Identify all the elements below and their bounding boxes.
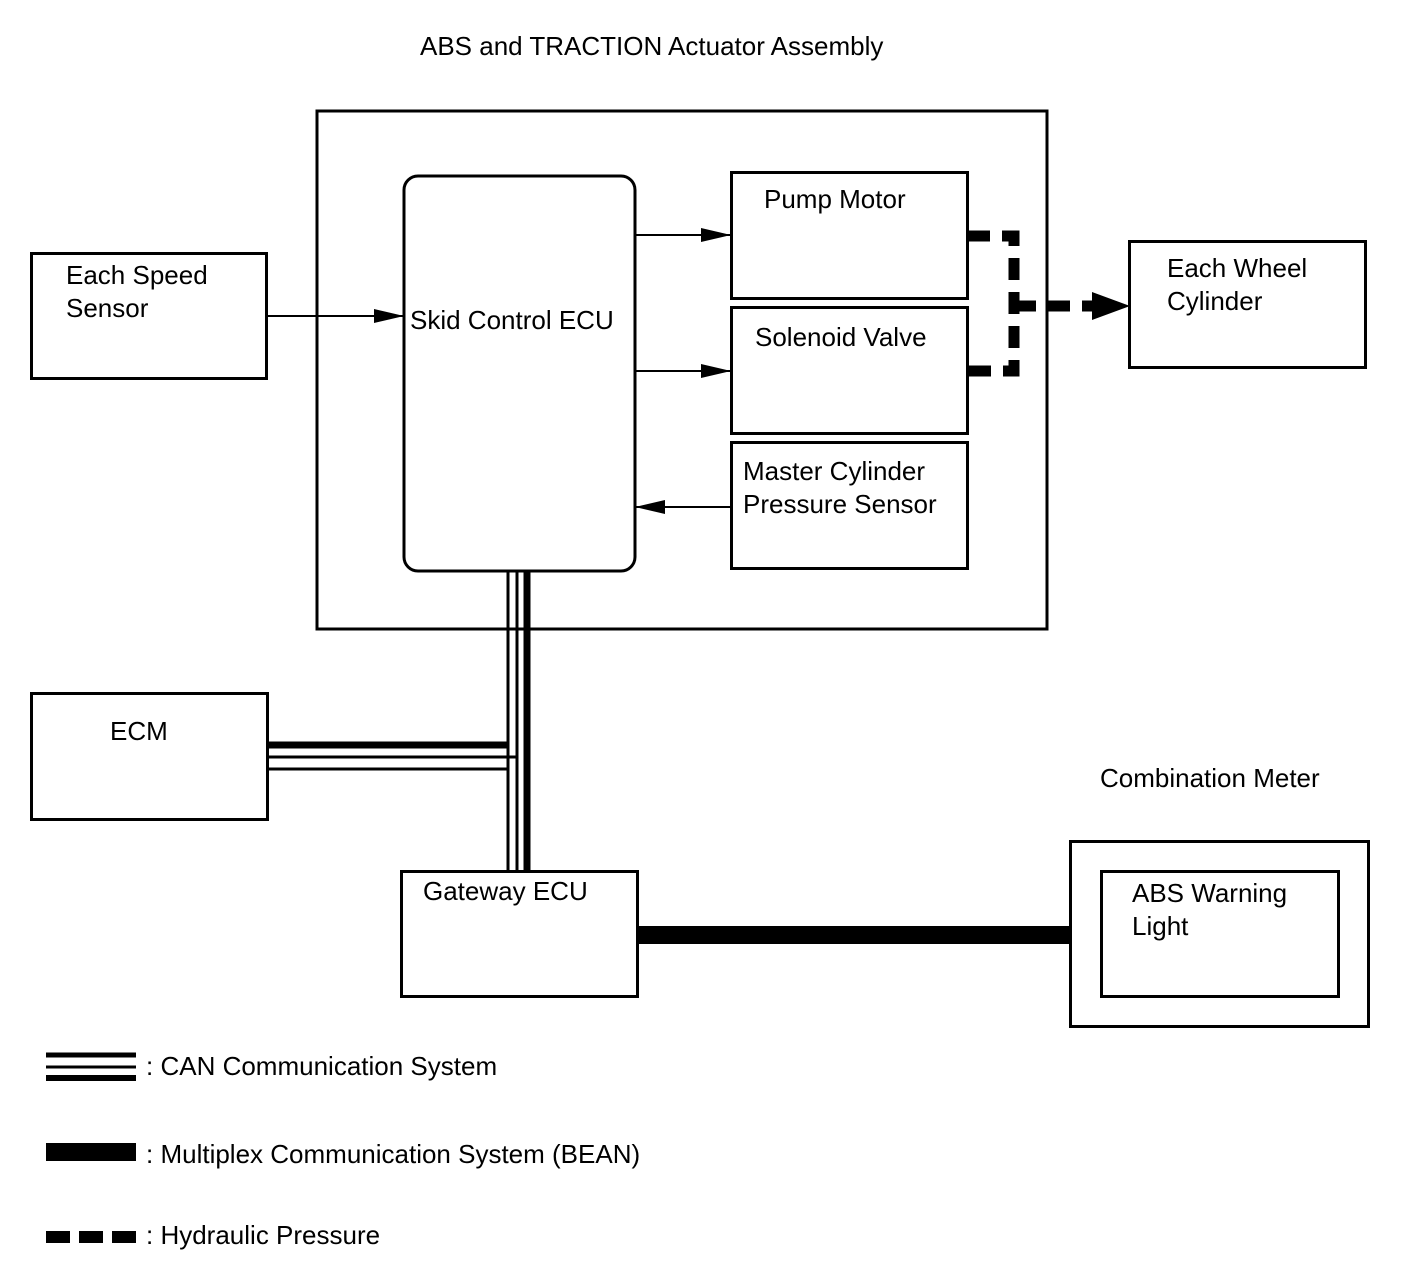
ecm-box (30, 692, 269, 821)
speed-sensor-label: Each Speed Sensor (66, 260, 208, 323)
abs-warning-light-box (1100, 870, 1340, 998)
pump-motor-box (730, 171, 969, 300)
can-bus-lines (268, 571, 531, 871)
solenoid-valve-label: Solenoid Valve (755, 322, 927, 352)
legend-hydraulic-label: : Hydraulic Pressure (146, 1220, 381, 1250)
ecm-label: ECM (110, 716, 168, 746)
diagram-title: ABS and TRACTION Actuator Assembly (420, 31, 884, 61)
gateway-ecu-box (400, 870, 639, 998)
skid-control-ecu-label: Skid Control ECU (410, 305, 614, 335)
legend-bean-symbol (46, 1143, 136, 1161)
combination-meter-label: Combination Meter (1100, 763, 1320, 793)
combination-meter-box (1069, 840, 1370, 1028)
actuator-assembly-frame (315, 109, 1049, 631)
wheel-cylinder-box (1128, 240, 1367, 369)
legend-hydraulic-symbol (46, 1231, 136, 1243)
master-cylinder-sensor-box (730, 441, 969, 570)
legend-can-symbol (46, 1052, 136, 1081)
speed-sensor-box (30, 252, 268, 380)
gateway-ecu-label: Gateway ECU (423, 876, 588, 906)
hydraulic-lines (968, 230, 1130, 377)
abs-warning-light-label: ABS Warning Light (1132, 878, 1288, 941)
pump-motor-label: Pump Motor (764, 184, 906, 214)
legend-can-label: : CAN Communication System (146, 1051, 498, 1081)
legend-bean-label: : Multiplex Communication System (BEAN) (146, 1139, 641, 1169)
wheel-cylinder-label: Each Wheel Cylinder (1167, 253, 1308, 316)
skid-control-ecu-box (402, 174, 637, 573)
solenoid-valve-box (730, 306, 969, 435)
master-cylinder-sensor-label: Master Cylinder Pressure Sensor (743, 456, 937, 519)
